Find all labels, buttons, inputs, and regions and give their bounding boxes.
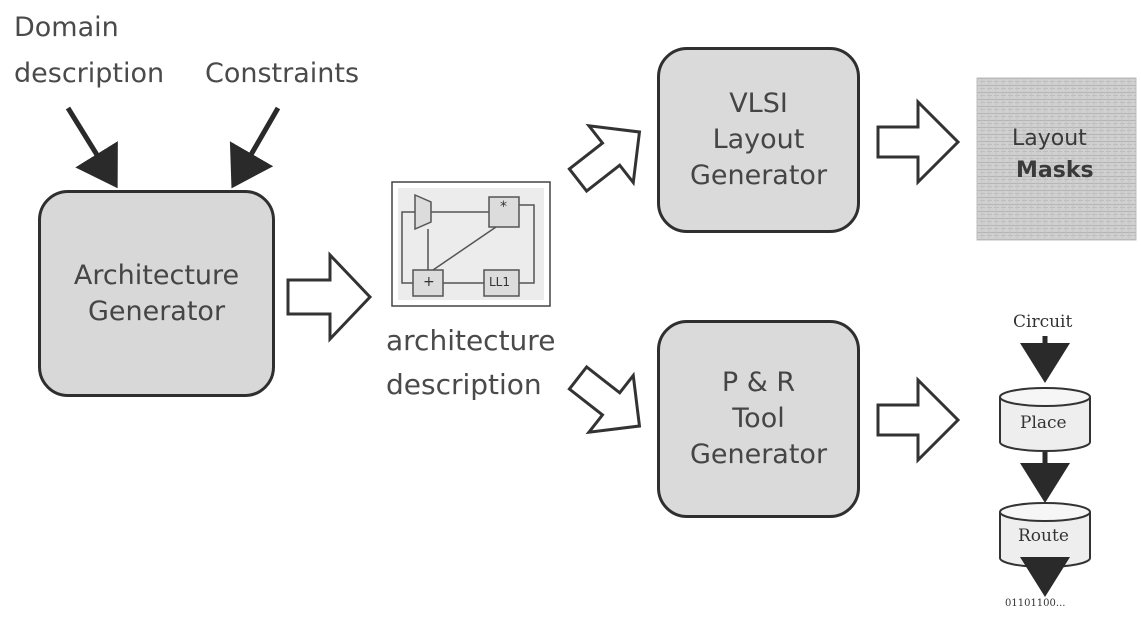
- block-arrow-icon-pr-to-flow: [876, 376, 961, 464]
- register-label: LL1: [489, 275, 511, 289]
- block-arrow-icon-desc-to-pr: [567, 364, 642, 435]
- adder-label: +: [423, 274, 435, 290]
- architecture-description-line2: description: [386, 368, 542, 401]
- route-label: Route: [1018, 526, 1069, 546]
- layout-masks-line2: Masks: [1016, 158, 1094, 183]
- circuit-label: Circuit: [1013, 312, 1073, 332]
- architecture-generator-line1: Architecture: [73, 259, 240, 291]
- vlsi-generator-line1: VLSI: [729, 88, 788, 119]
- domain-label-line1: Domain: [14, 12, 119, 43]
- vlsi-layout-generator-box: VLSI Layout Generator: [657, 47, 860, 233]
- place-label: Place: [1020, 413, 1067, 433]
- domain-label-line2: description: [14, 58, 165, 89]
- domain-input-arrow-icon: [65, 106, 118, 189]
- vlsi-generator-line2: Layout: [712, 124, 805, 155]
- constraints-label: Constraints: [205, 58, 360, 89]
- architecture-generator-line2: Generator: [87, 295, 226, 327]
- bitstream-output-label: 01101100...: [1005, 598, 1066, 609]
- architecture-description-line1: architecture: [386, 324, 556, 357]
- block-arrow-icon-vlsi-to-masks: [876, 98, 961, 186]
- place-cylinder-icon: [999, 387, 1091, 452]
- multiplier-label: *: [500, 199, 507, 215]
- architecture-generator-box: Architecture Generator: [38, 190, 275, 397]
- pr-generator-line1: P & R: [721, 367, 796, 398]
- block-arrow-icon-arch-to-desc: [286, 251, 373, 343]
- pr-tool-generator-box: P & R Tool Generator: [657, 320, 860, 518]
- mux-icon: [414, 193, 432, 231]
- layout-masks-image: [976, 77, 1137, 241]
- vlsi-generator-line3: Generator: [689, 160, 828, 191]
- architecture-description-diagram: [391, 181, 551, 307]
- layout-masks-line1: Layout: [1012, 126, 1087, 151]
- constraints-input-arrow-icon: [229, 106, 281, 189]
- block-arrow-icon-desc-to-vlsi: [567, 123, 642, 194]
- pr-generator-line3: Generator: [689, 439, 828, 470]
- multiplier-block: [488, 196, 520, 228]
- pr-generator-line2: Tool: [732, 403, 785, 434]
